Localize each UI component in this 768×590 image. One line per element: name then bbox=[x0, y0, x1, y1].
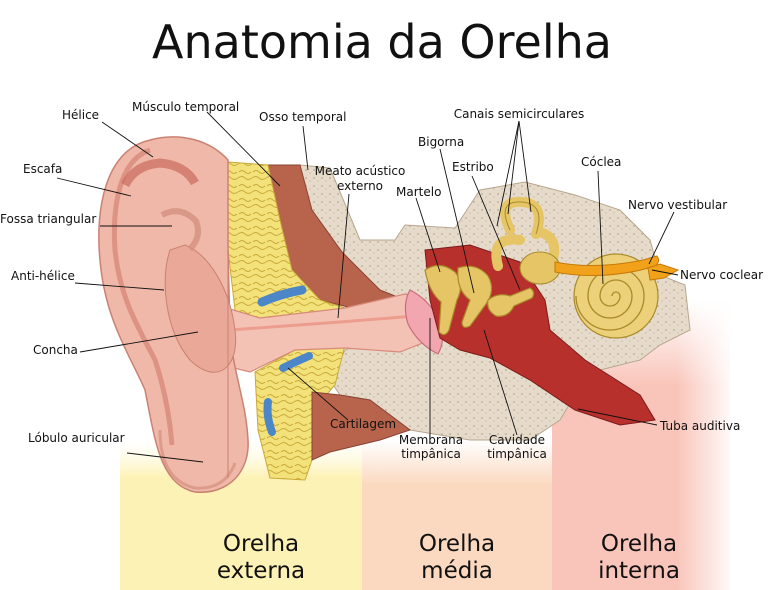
upper-blue-vessel bbox=[257, 285, 307, 307]
label-lobulo-auricular: Lóbulo auricular bbox=[28, 431, 125, 445]
label-cavidade-line1: Cavidade bbox=[489, 433, 545, 447]
label-nervo-coclear: Nervo coclear bbox=[680, 268, 763, 282]
leader-lines bbox=[56, 111, 679, 463]
page-title: Anatomia da Orelha bbox=[152, 15, 612, 69]
label-musculo-temporal: Músculo temporal bbox=[132, 100, 239, 114]
malleus bbox=[424, 264, 462, 336]
ear-lobe bbox=[158, 429, 237, 490]
label-helice: Hélice bbox=[62, 108, 99, 122]
stapes bbox=[487, 287, 535, 317]
incus bbox=[457, 265, 493, 328]
label-cartilagem: Cartilagem bbox=[330, 417, 396, 431]
region-media-line1: Orelha bbox=[419, 531, 495, 557]
label-concha: Concha bbox=[33, 343, 78, 357]
region-externa-line1: Orelha bbox=[223, 531, 299, 557]
lower-muscle bbox=[311, 391, 412, 461]
label-martelo: Martelo bbox=[396, 185, 441, 199]
label-escafa: Escafa bbox=[23, 162, 62, 176]
label-estribo: Estribo bbox=[452, 160, 494, 174]
label-fossa-triangular: Fossa triangular bbox=[0, 212, 96, 226]
label-tuba-auditiva: Tuba auditiva bbox=[659, 419, 740, 433]
label-nervo-vestibular: Nervo vestibular bbox=[628, 198, 727, 212]
region-media-line2: média bbox=[421, 558, 493, 584]
region-interna-line1: Orelha bbox=[601, 531, 677, 557]
region-interna-line2: interna bbox=[598, 558, 680, 584]
scapha-fold bbox=[120, 158, 199, 188]
label-meato-line2: externo bbox=[337, 179, 383, 193]
vestibule bbox=[519, 251, 561, 285]
region-media-bg bbox=[362, 440, 552, 590]
label-meato-line1: Meato acústico bbox=[315, 164, 406, 178]
region-externa-line2: externa bbox=[217, 558, 305, 584]
label-membrana-line2: timpânica bbox=[401, 447, 461, 461]
vestibular-nerve bbox=[554, 255, 660, 277]
label-bigorna: Bigorna bbox=[418, 135, 464, 149]
concha-bowl bbox=[164, 244, 237, 373]
ear-canal bbox=[199, 293, 431, 373]
label-coclea: Cóclea bbox=[581, 155, 621, 169]
label-anti-helice: Anti-hélice bbox=[11, 269, 75, 283]
label-canais-semicirculares: Canais semicirculares bbox=[454, 107, 585, 121]
label-cavidade-line2: timpânica bbox=[487, 447, 547, 461]
label-osso-temporal: Osso temporal bbox=[259, 110, 346, 124]
label-membrana-line1: Membrana bbox=[399, 433, 463, 447]
